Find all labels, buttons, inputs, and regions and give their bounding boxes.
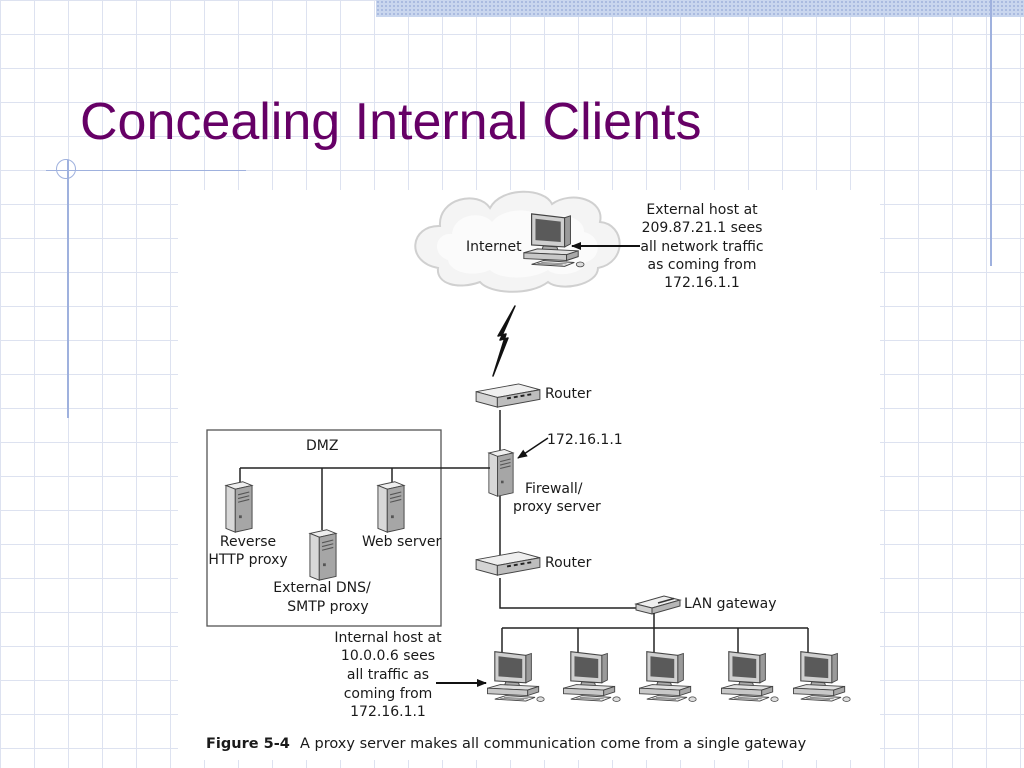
router-top-icon <box>475 382 541 409</box>
internal-note-line-1: Internal host at <box>334 630 442 646</box>
firewall-label-line-1: Firewall/ <box>525 481 583 497</box>
dns-proxy-label-line-2: SMTP proxy <box>287 599 368 615</box>
dmz-label: DMZ <box>306 438 338 454</box>
external-note-line-5: 172.16.1.1 <box>664 275 740 291</box>
decorative-circle-icon <box>56 159 76 179</box>
lan-computer-icon <box>638 651 697 703</box>
router-top-label: Router <box>545 386 592 402</box>
figure-caption-text: A proxy server makes all communication c… <box>300 736 807 752</box>
lightning-icon <box>492 305 516 377</box>
dns-proxy-label-line-1: External DNS/ <box>273 580 371 596</box>
decorative-vertical-line-right <box>990 0 992 266</box>
lan-computer-icon <box>792 651 851 703</box>
firewall-label-line-2: proxy server <box>513 499 601 515</box>
router-bottom-icon <box>475 550 541 577</box>
decorative-horizontal-line <box>46 170 246 171</box>
figure-caption-number: Figure 5-4 <box>206 736 290 752</box>
lan-gateway-label: LAN gateway <box>684 596 777 612</box>
dmz-box <box>206 429 442 627</box>
lan-computer-icon <box>562 651 621 703</box>
internal-note-line-5: 172.16.1.1 <box>350 704 426 720</box>
web-server-icon <box>377 481 405 533</box>
firewall-server-icon <box>488 448 514 497</box>
internal-note-line-2: 10.0.0.6 sees <box>341 648 435 664</box>
lan-gateway-icon <box>634 595 682 615</box>
external-host-note: External host at 209.87.21.1 sees all ne… <box>640 202 763 291</box>
internal-note-line-4: coming from <box>344 686 433 702</box>
router-gateway-link <box>499 578 636 609</box>
external-note-line-4: as coming from <box>648 257 757 273</box>
internal-host-note: Internal host at 10.0.0.6 sees all traff… <box>334 630 442 720</box>
router-bottom-label: Router <box>545 555 592 571</box>
reverse-proxy-server-icon <box>225 481 253 533</box>
internet-label: Internet <box>466 239 522 255</box>
top-decorative-band <box>376 0 1024 17</box>
external-note-line-1: External host at <box>646 202 758 218</box>
reverse-proxy-label-line-2: HTTP proxy <box>208 552 287 568</box>
external-note-line-3: all network traffic <box>640 239 763 255</box>
web-server-label: Web server <box>362 534 442 550</box>
dns-proxy-server-icon <box>309 529 337 581</box>
internal-note-line-3: all traffic as <box>347 667 429 683</box>
slide-title: Concealing Internal Clients <box>80 93 702 151</box>
internal-host-computer-icon <box>486 651 545 703</box>
external-note-line-2: 209.87.21.1 sees <box>642 220 763 236</box>
firewall-ip-label: 172.16.1.1 <box>547 432 623 448</box>
reverse-proxy-label-line-1: Reverse <box>220 534 276 550</box>
lan-computer-icon <box>720 651 779 703</box>
firewall-ip-arrow-icon <box>517 437 549 459</box>
decorative-vertical-line-left <box>67 160 69 418</box>
